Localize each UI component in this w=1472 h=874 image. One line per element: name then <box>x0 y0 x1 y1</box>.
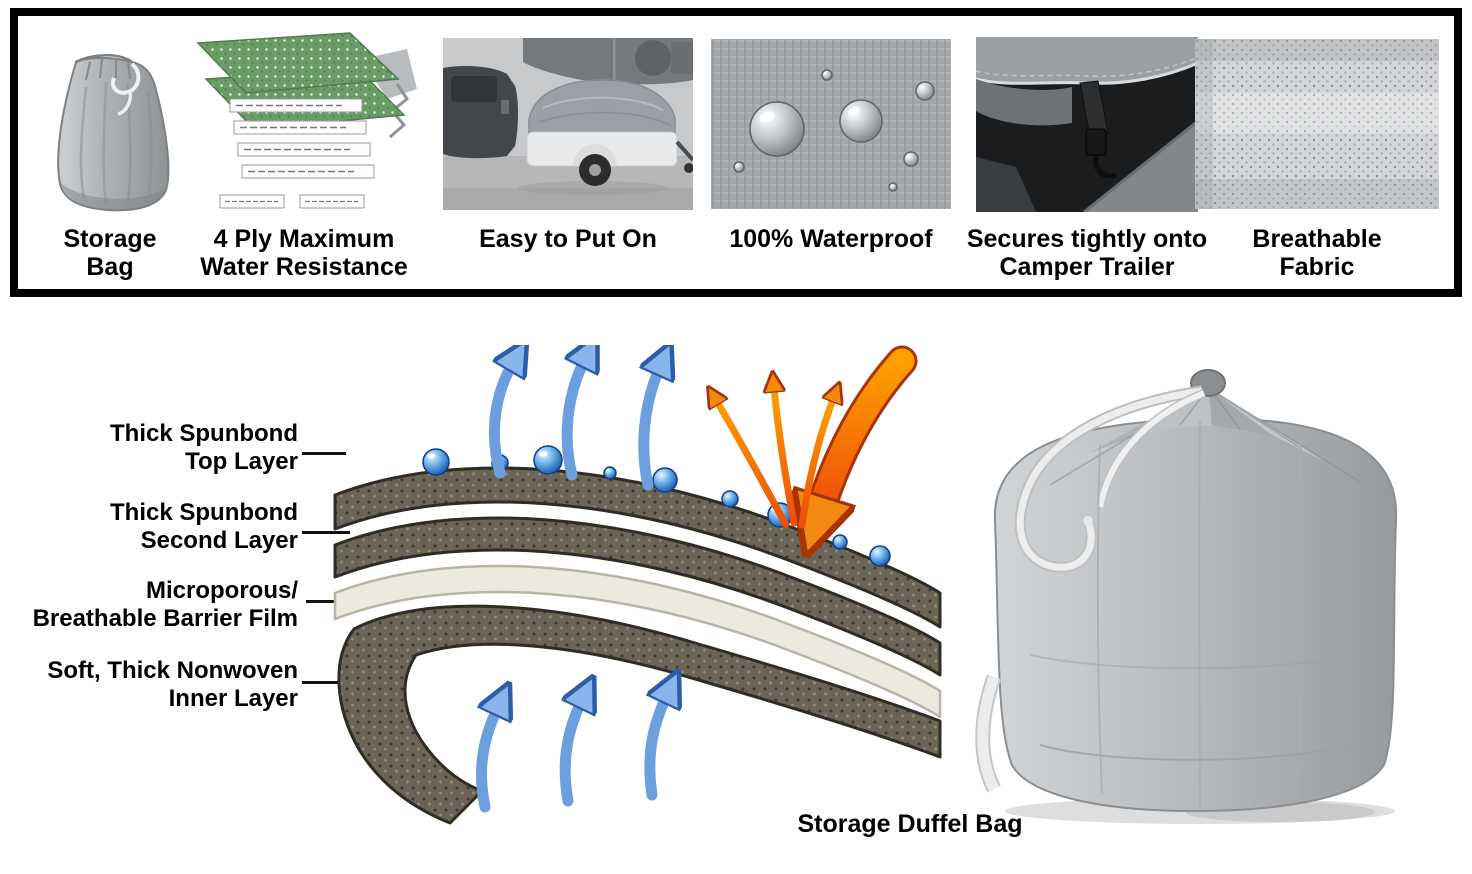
layer-label-second: Thick Spunbond Second Layer <box>110 499 298 554</box>
fabric-texture-icon <box>1195 39 1439 209</box>
feature-caption: Easy to Put On <box>479 225 657 253</box>
feature-caption: Breathable Fabric <box>1252 225 1382 282</box>
barrier-film-layer <box>333 564 942 719</box>
feature-easy-put-on: Easy to Put On <box>443 28 693 253</box>
feature-storage-bag: Storage Bag <box>33 28 187 282</box>
camper-photo-icon <box>443 38 693 210</box>
waterproof-icon <box>711 39 951 209</box>
breathability-arrows <box>488 359 660 491</box>
ply-layers-icon <box>195 32 417 209</box>
layer-label-film: Microporous/ Breathable Barrier Film <box>32 577 298 632</box>
duffel-drawstring <box>1014 385 1206 573</box>
fabric-texture-photo <box>1195 28 1439 220</box>
pointer-line <box>302 531 350 534</box>
layer-label-strips <box>229 98 374 179</box>
feature-caption: 100% Waterproof <box>729 225 933 253</box>
storage-duffel-photo <box>975 369 1398 824</box>
feature-waterproof: 100% Waterproof <box>710 28 952 253</box>
feature-caption: Secures tightly onto Camper Trailer <box>966 225 1208 282</box>
feature-secures: Secures tightly onto Camper Trailer <box>962 28 1212 282</box>
inner-layer <box>337 604 942 825</box>
pointer-line <box>302 452 346 455</box>
duffel-caption: Storage Duffel Bag <box>797 810 1023 838</box>
camper-cover-photo <box>443 28 693 220</box>
layer-label-inner: Soft, Thick Nonwoven Inner Layer <box>47 657 298 712</box>
uv-reflection-arrows <box>716 345 918 525</box>
duffel-handle <box>975 674 1002 793</box>
feature-4ply: 4 Ply Maximum Water Resistance <box>188 28 420 282</box>
waterproof-droplets-photo <box>711 28 951 220</box>
feature-breathable: Breathable Fabric <box>1192 28 1442 282</box>
airflow-arrows <box>476 695 667 813</box>
strap-photo-icon <box>976 36 1198 212</box>
storage-bag-image <box>40 28 180 220</box>
fabric-layers-diagram <box>333 345 942 825</box>
layer-label-top: Thick Spunbond Top Layer <box>110 420 298 475</box>
second-layer <box>333 516 942 677</box>
pointer-line <box>306 600 342 603</box>
feature-caption: 4 Ply Maximum Water Resistance <box>200 225 408 282</box>
feature-caption: Storage Bag <box>63 225 157 282</box>
ply-layers-diagram <box>192 28 417 220</box>
duffel-creases <box>1029 420 1371 810</box>
pointer-line <box>302 681 350 684</box>
storage-bag-icon <box>57 53 170 211</box>
strap-secure-photo <box>976 28 1198 220</box>
